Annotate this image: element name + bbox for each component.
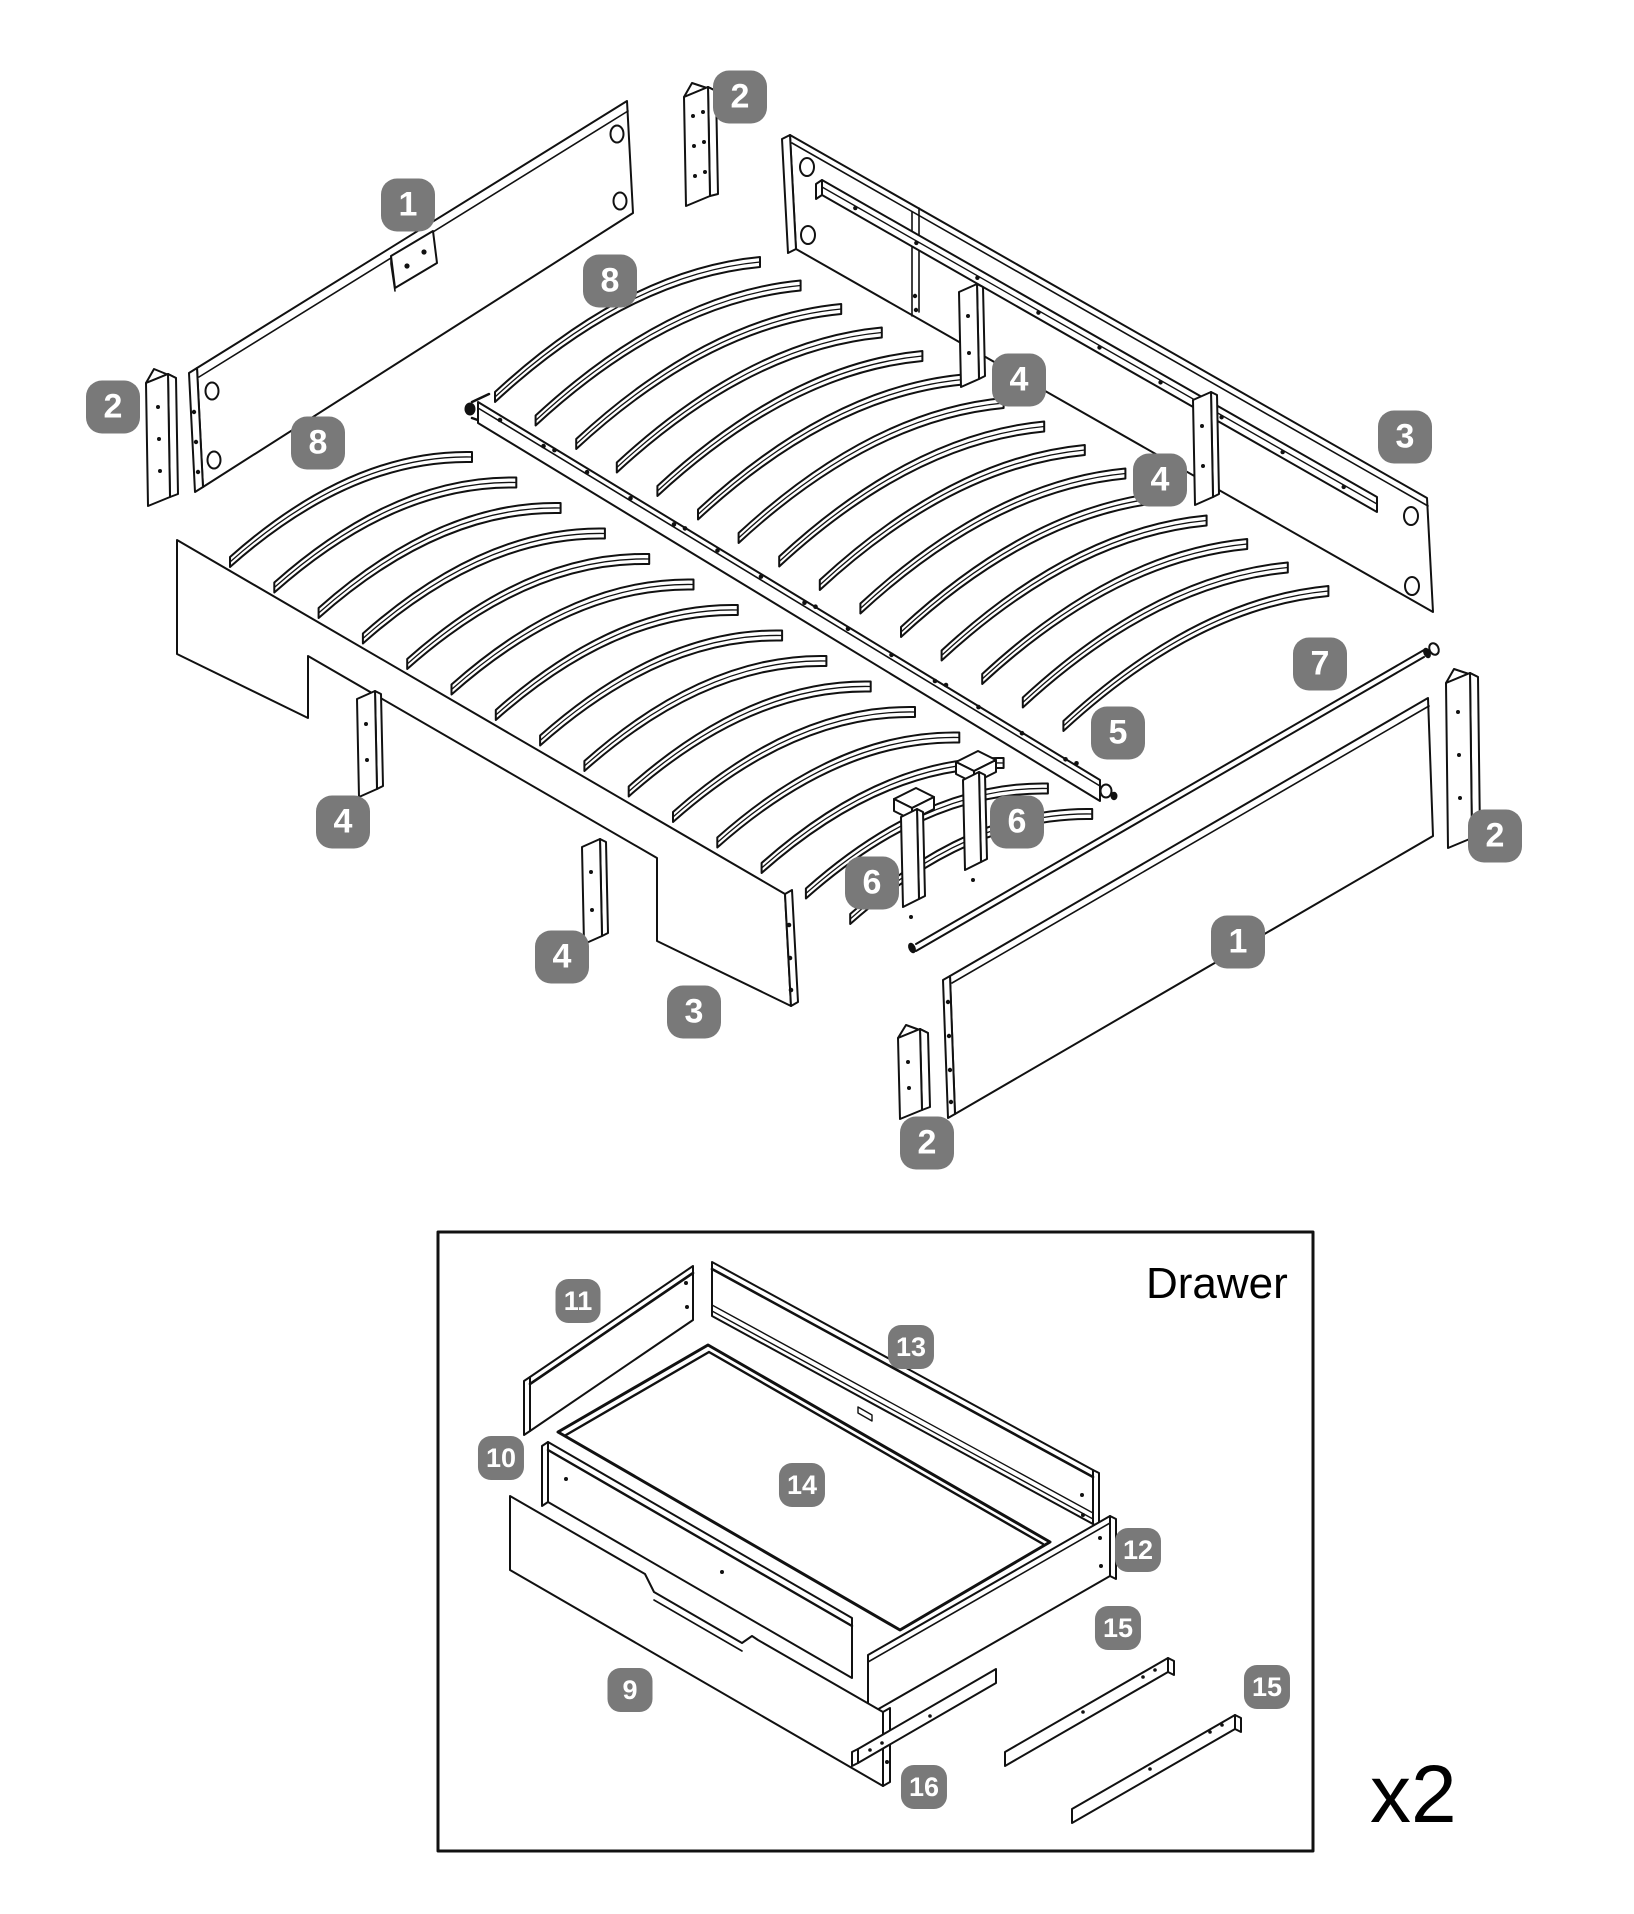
- part-badge-15: 15: [1243, 1665, 1291, 1709]
- part-badge-3: 3: [1378, 410, 1432, 464]
- part-badge-6: 6: [990, 795, 1044, 849]
- part-badge-6: 6: [845, 856, 899, 910]
- part-4-support-leg-b: [1192, 391, 1220, 506]
- part-badge-15: 15: [1094, 1606, 1142, 1650]
- part-badge-2: 2: [713, 70, 767, 124]
- part-2-corner-post-bottom: [897, 1024, 931, 1120]
- part-badge-5: 5: [1091, 706, 1145, 760]
- part-badge-4: 4: [316, 795, 370, 849]
- part-4-support-leg-d: [581, 838, 609, 945]
- drawer-box-title: Drawer: [1146, 1259, 1288, 1308]
- part-badge-14: 14: [778, 1463, 826, 1507]
- part-15-slide-rail-a: [1004, 1657, 1175, 1767]
- part-2-corner-post-left: [145, 368, 179, 507]
- part-10-drawer-end-left: [541, 1441, 854, 1679]
- part-1-end-panel-top: [188, 100, 634, 493]
- part-9-drawer-front: [509, 1495, 891, 1787]
- part-1-end-panel-bottom: [942, 697, 1434, 1119]
- part-6-center-leg-right: [955, 750, 997, 882]
- part-3-side-panel-rear: [781, 134, 1434, 613]
- part-badge-12: 12: [1114, 1528, 1162, 1572]
- part-4-support-leg-c: [356, 690, 384, 798]
- part-badge-7: 7: [1293, 637, 1347, 691]
- part-badge-9: 9: [607, 1668, 653, 1712]
- part-badge-1: 1: [381, 178, 435, 232]
- part-badge-2: 2: [1468, 809, 1522, 863]
- part-16-slide-rail-center: [851, 1668, 997, 1767]
- part-badge-10: 10: [477, 1436, 525, 1480]
- drawer-detail-box: [436, 1230, 1315, 1853]
- part-7-support-rod: [908, 642, 1440, 954]
- part-badge-4: 4: [535, 930, 589, 984]
- part-12-drawer-end-right: [867, 1515, 1117, 1716]
- part-5-center-rail: [464, 392, 1118, 802]
- part-badge-2: 2: [900, 1116, 954, 1170]
- part-badge-13: 13: [887, 1325, 935, 1369]
- part-badge-8: 8: [583, 254, 637, 308]
- part-4-support-leg-a: [958, 283, 986, 388]
- part-13-drawer-side-right: [710, 1261, 1100, 1528]
- part-badge-16: 16: [900, 1765, 948, 1809]
- part-6-center-leg-left: [893, 787, 935, 919]
- part-badge-2: 2: [86, 380, 140, 434]
- quantity-multiplier-label: x2: [1370, 1749, 1457, 1840]
- part-badge-4: 4: [1133, 453, 1187, 507]
- part-badge-11: 11: [555, 1279, 601, 1323]
- part-3-side-panel-front: [176, 539, 799, 1007]
- part-15-slide-rail-b: [1071, 1714, 1242, 1824]
- part-badge-8: 8: [291, 416, 345, 470]
- part-11-drawer-side-left: [523, 1265, 695, 1436]
- part-badge-3: 3: [667, 985, 721, 1039]
- part-badge-1: 1: [1211, 915, 1265, 969]
- part-badge-4: 4: [992, 353, 1046, 407]
